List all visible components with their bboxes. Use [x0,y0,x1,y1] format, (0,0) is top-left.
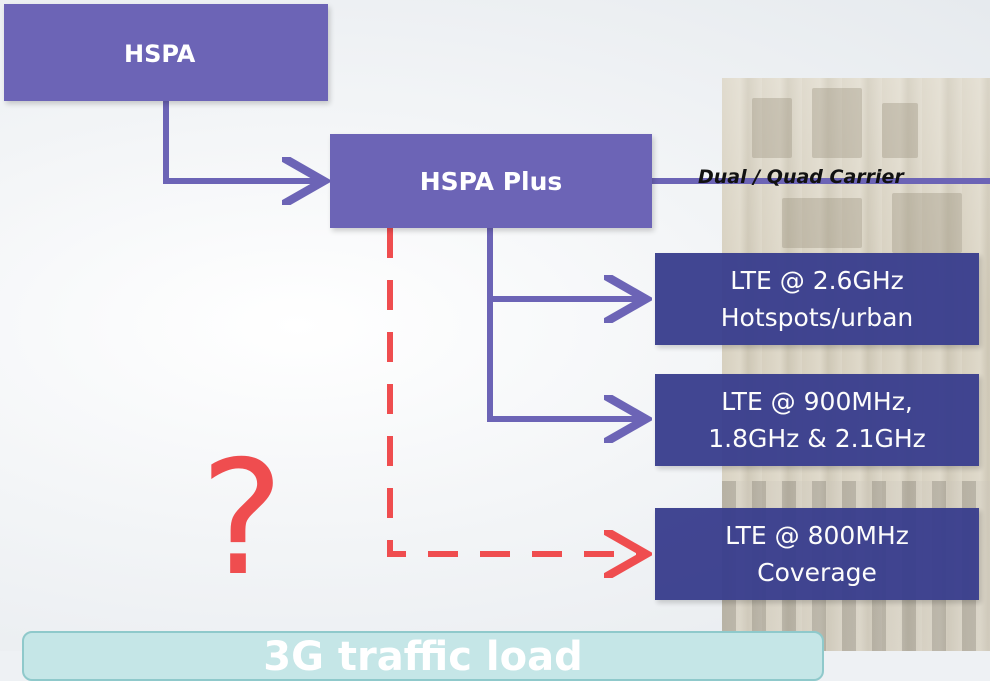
node-hspa-plus: HSPA Plus [330,134,652,228]
node-lte-800mhz: LTE @ 800MHz Coverage [655,508,979,600]
dashed-arrow-plus-to-lte800 [387,228,640,554]
bottom-banner-text: 3G traffic load [263,634,583,680]
node-lte-800mhz-line1: LTE @ 800MHz [725,521,909,550]
node-lte-900mhz-line1: LTE @ 900MHz, [721,387,913,416]
node-lte-900mhz: LTE @ 900MHz, 1.8GHz & 2.1GHz [655,374,979,466]
node-lte-2-6ghz: LTE @ 2.6GHz Hotspots/urban [655,253,979,345]
node-lte-900mhz-line2: 1.8GHz & 2.1GHz [708,424,926,453]
question-mark: ? [200,427,284,611]
bottom-banner: 3G traffic load [22,631,824,681]
node-lte-2-6ghz-line1: LTE @ 2.6GHz [730,266,904,295]
connector-arrows [163,101,990,651]
node-lte-2-6ghz-line2: Hotspots/urban [720,303,914,332]
node-hspa-label: HSPA [124,40,196,68]
arrow-hspa-to-plus [163,101,318,181]
node-hspa-plus-label: HSPA Plus [419,166,563,196]
dual-quad-carrier-label: Dual / Quad Carrier [698,166,904,188]
arrow-plus-to-lte26 [487,228,640,299]
node-hspa: HSPA [4,4,328,101]
arrow-plus-to-lte900 [487,299,640,419]
node-lte-800mhz-line2: Coverage [757,558,877,587]
